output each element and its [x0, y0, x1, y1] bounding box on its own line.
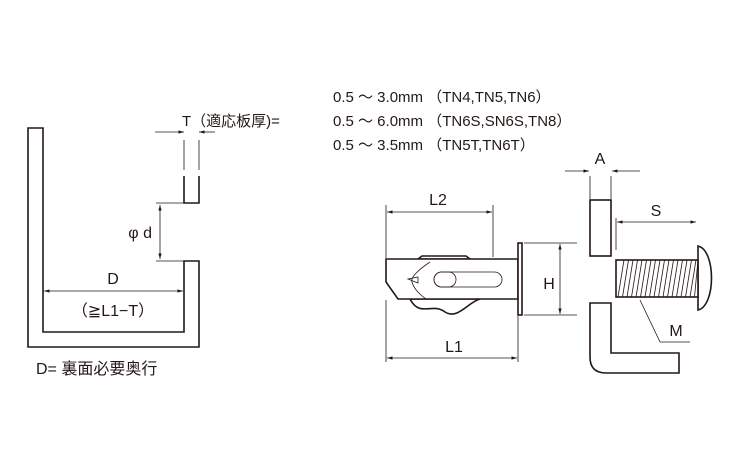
panel-section: φ d D （≧L1−T） D= 裏面必要奥行 [27, 127, 215, 378]
panel-upper-stub [183, 176, 200, 204]
nut-body [385, 258, 519, 300]
nut-flange [517, 242, 523, 316]
thickness-spec: T（適応板厚)= 0.5 ～ 3.0mm （TN4,TN5,TN6） 0.5 ～… [182, 89, 571, 154]
thread-line [631, 259, 638, 298]
screw-head [697, 244, 713, 312]
thread-line [662, 259, 670, 298]
dim-L2-label: L2 [429, 192, 447, 209]
thread-line [626, 259, 634, 298]
screw-view: A S M [565, 151, 713, 374]
thread-line [617, 259, 625, 298]
dim-M-label: M [669, 323, 682, 340]
thread-line [680, 259, 688, 298]
thread-line [685, 259, 692, 298]
l-bracket [589, 302, 680, 374]
dim-A-label: A [595, 151, 606, 168]
thread-line [694, 259, 699, 298]
thread-line [622, 259, 629, 298]
thread-line [640, 259, 647, 298]
thread-line [658, 259, 665, 298]
thickness-range-1: 0.5 ～ 3.0mm （TN4,TN5,TN6） [333, 89, 551, 106]
dim-H-label: H [543, 276, 555, 293]
thickness-range-3: 0.5 ～ 3.5mm （TN5T,TN6T） [333, 137, 535, 154]
nut-view: L2 L1 H [385, 192, 577, 362]
thickness-label: T（適応板厚)= [182, 112, 280, 130]
nut-wing [408, 298, 481, 315]
thread-line [653, 259, 661, 298]
thread-line [635, 259, 643, 298]
thread-line [676, 259, 683, 298]
dim-S-label: S [651, 203, 662, 220]
plate-section [589, 199, 612, 257]
thread-line [689, 259, 697, 298]
dim-D-note: （≧L1−T） [72, 302, 154, 320]
dim-L1-label: L1 [445, 339, 463, 356]
panel-caption: D= 裏面必要奥行 [36, 359, 157, 378]
thread-line [649, 259, 656, 298]
thread-line [644, 259, 652, 298]
dim-D-label: D [107, 271, 119, 288]
dim-d-label: φ d [128, 225, 152, 242]
thread-line [667, 259, 674, 298]
thread-line [671, 259, 679, 298]
thickness-range-2: 0.5 ～ 6.0mm （TN6S,SN6S,TN8） [333, 113, 571, 130]
